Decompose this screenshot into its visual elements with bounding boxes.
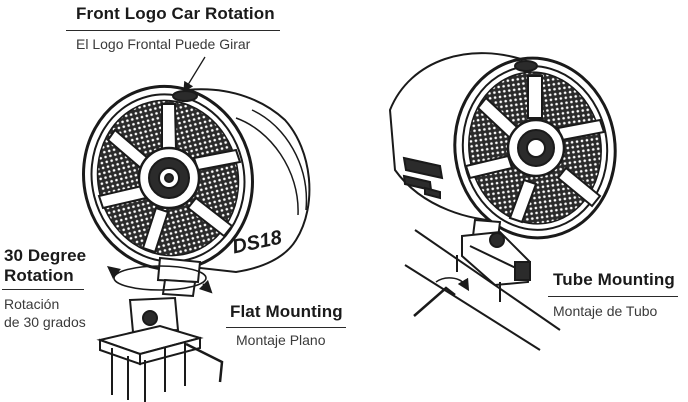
divider-front-logo xyxy=(66,30,280,31)
label-degree-es-1: Rotación xyxy=(4,296,60,312)
allen-key-icon-right xyxy=(413,286,456,317)
label-front-logo-es: El Logo Frontal Puede Girar xyxy=(76,36,251,52)
leader-line-front-logo xyxy=(183,56,206,93)
label-degree-en-1: 30 Degree xyxy=(4,246,87,265)
label-tube-es: Montaje de Tubo xyxy=(553,303,658,319)
label-flat-en: Flat Mounting xyxy=(230,302,343,321)
label-degree-es-2: de 30 grados xyxy=(4,314,86,330)
label-flat-es: Montaje Plano xyxy=(236,332,326,348)
rotation-arrow-icon xyxy=(107,265,213,294)
speaker-pod-left xyxy=(82,84,311,298)
label-front-logo-en: Front Logo Car Rotation xyxy=(76,4,275,23)
label-degree-en-2: Rotation xyxy=(4,266,74,285)
flat-mount-bracket xyxy=(96,296,204,402)
speaker-pod-right xyxy=(388,52,617,240)
tube-mount-clamp xyxy=(404,229,561,351)
label-tube-en: Tube Mounting xyxy=(553,270,675,289)
rotation-arrow-icon-right xyxy=(435,277,470,292)
allen-key-icon-left xyxy=(185,342,224,383)
divider-tube xyxy=(548,296,678,297)
divider-flat xyxy=(226,327,346,328)
divider-degree xyxy=(2,289,84,290)
